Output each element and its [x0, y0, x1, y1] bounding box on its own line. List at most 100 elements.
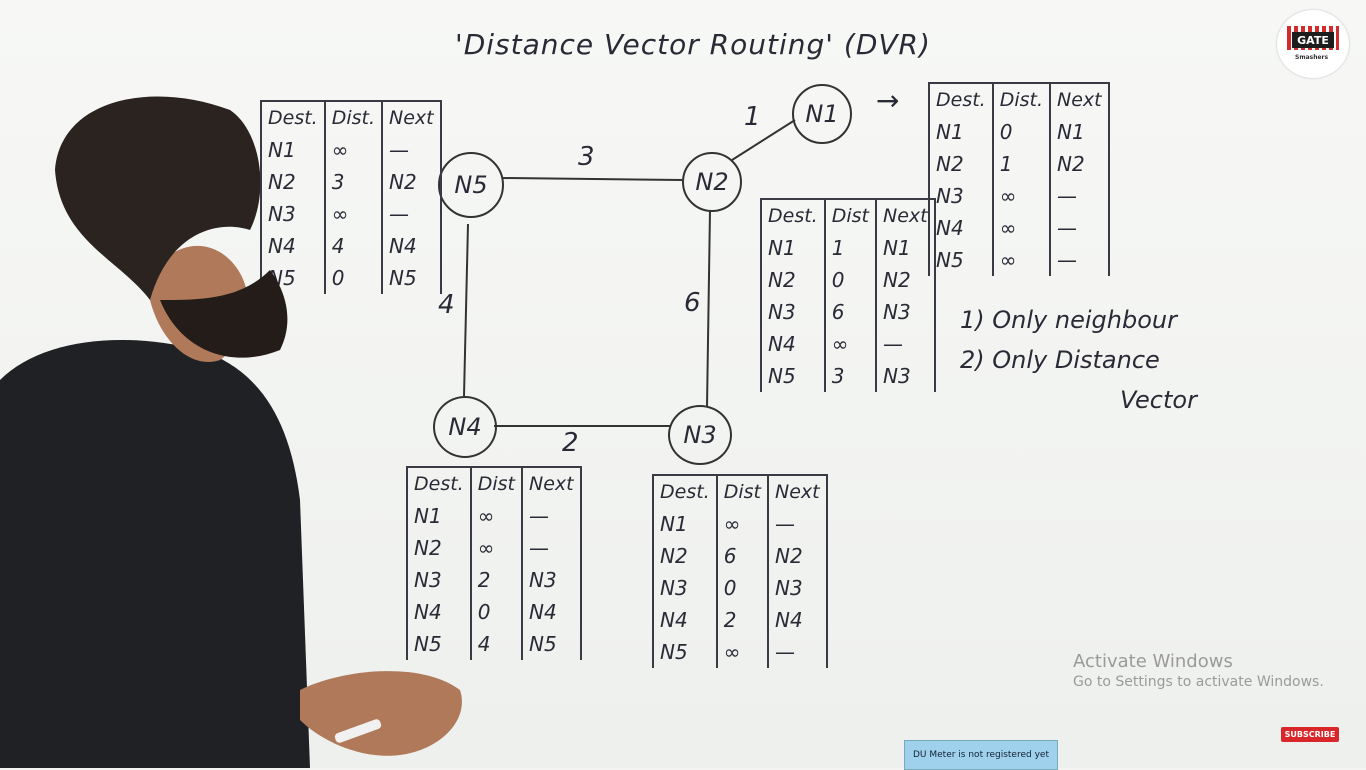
table-cell: N2 — [652, 540, 717, 572]
table-cell: 2 — [469, 564, 522, 596]
table-row: N1∞— — [406, 500, 582, 532]
table-cell: — — [520, 500, 582, 532]
edge-n5-n2 — [502, 177, 683, 181]
table-cell: ∞ — [991, 180, 1051, 212]
table-cell: 3 — [823, 360, 876, 392]
table-cell: N2 — [760, 264, 825, 296]
edge-n2-n3 — [706, 209, 711, 408]
table-cell: 2 — [715, 604, 768, 636]
table-cell: — — [1049, 180, 1110, 212]
note-2: 2) Only Distance — [960, 346, 1160, 374]
column-header: Dest. — [928, 82, 993, 116]
table-row: N2∞— — [406, 532, 582, 564]
table-cell: ∞ — [323, 134, 383, 166]
watermark-line-1: Activate Windows — [1073, 651, 1233, 672]
table-cell: ∞ — [715, 636, 768, 668]
table-cell: N3 — [760, 296, 825, 328]
column-header: Dest. — [760, 198, 825, 232]
table-cell: — — [766, 508, 828, 540]
logo-sub: Smashers — [1295, 54, 1329, 61]
table-cell: N3 — [874, 296, 936, 328]
table-cell: N5 — [760, 360, 825, 392]
table-cell: ∞ — [823, 328, 876, 360]
table-row: N1∞— — [260, 134, 442, 166]
table-cell: N2 — [928, 148, 993, 180]
subscribe-button[interactable]: SUBSCRIBE — [1281, 727, 1339, 742]
table-cell: N3 — [520, 564, 582, 596]
table-cell: — — [766, 636, 828, 668]
edge-n2-n1 — [731, 119, 796, 161]
table-cell: N3 — [874, 360, 936, 392]
watermark-line-2: Go to Settings to activate Windows. — [1073, 674, 1324, 690]
column-header: Next — [1049, 82, 1110, 116]
table-cell: ∞ — [469, 500, 522, 532]
column-header: Dist — [715, 474, 768, 508]
node-n4: N4 — [433, 396, 497, 458]
edge-n5-n4 — [463, 223, 469, 397]
table-cell: 6 — [823, 296, 876, 328]
table-cell: N3 — [766, 572, 828, 604]
table-cell: N4 — [260, 230, 325, 262]
table-cell: N1 — [1049, 116, 1110, 148]
table-cell: N5 — [406, 628, 471, 660]
table-cell: N3 — [260, 198, 325, 230]
table-cell: N5 — [520, 628, 582, 660]
table-cell: — — [874, 328, 936, 360]
table-cell: N2 — [766, 540, 828, 572]
du-meter-notice[interactable]: DU Meter is not registered yet — [904, 740, 1058, 770]
table-row: N4∞— — [760, 328, 936, 360]
table-cell: 0 — [323, 262, 383, 294]
table-cell: 0 — [823, 264, 876, 296]
table-cell: N2 — [1049, 148, 1110, 180]
note-1: 1) Only neighbour — [960, 306, 1177, 334]
table-cell: 0 — [991, 116, 1051, 148]
table-cell: — — [520, 532, 582, 564]
table-cell: N5 — [652, 636, 717, 668]
table-cell: N3 — [652, 572, 717, 604]
table-header-row: Dest.Dist.Next — [260, 100, 442, 134]
table-cell: — — [1049, 212, 1110, 244]
table-cell: N1 — [406, 500, 471, 532]
column-header: Dest. — [652, 474, 717, 508]
table-row: N1∞— — [652, 508, 828, 540]
table-cell: N2 — [381, 166, 442, 198]
table-cell: N1 — [652, 508, 717, 540]
column-header: Next — [381, 100, 442, 134]
table-cell: ∞ — [715, 508, 768, 540]
gate-smashers-logo: GATE Smashers — [1277, 10, 1349, 78]
table-cell: ∞ — [323, 198, 383, 230]
table-cell: 4 — [469, 628, 522, 660]
table-cell: ∞ — [991, 244, 1051, 276]
table-row: N5∞— — [652, 636, 828, 668]
table-cell: N4 — [381, 230, 442, 262]
column-header: Dest. — [406, 466, 471, 500]
table-cell: 0 — [715, 572, 768, 604]
edge-label-n1-n2: 1 — [744, 102, 761, 132]
table-cell: N4 — [928, 212, 993, 244]
diagram-title: 'Distance Vector Routing' (DVR) — [455, 28, 931, 61]
column-header: Next — [874, 198, 936, 232]
arrow-to-n1-table: → — [876, 84, 900, 117]
table-cell: 1 — [823, 232, 876, 264]
table-row: N3∞— — [260, 198, 442, 230]
table-cell: 4 — [323, 230, 383, 262]
table-cell: 3 — [323, 166, 383, 198]
column-header: Dist — [823, 198, 876, 232]
note-3: Vector — [1120, 386, 1197, 414]
edge-label-n4-n3: 2 — [562, 428, 579, 458]
table-cell: N3 — [928, 180, 993, 212]
table-cell: 6 — [715, 540, 768, 572]
table-cell: N1 — [928, 116, 993, 148]
table-cell: N1 — [760, 232, 825, 264]
